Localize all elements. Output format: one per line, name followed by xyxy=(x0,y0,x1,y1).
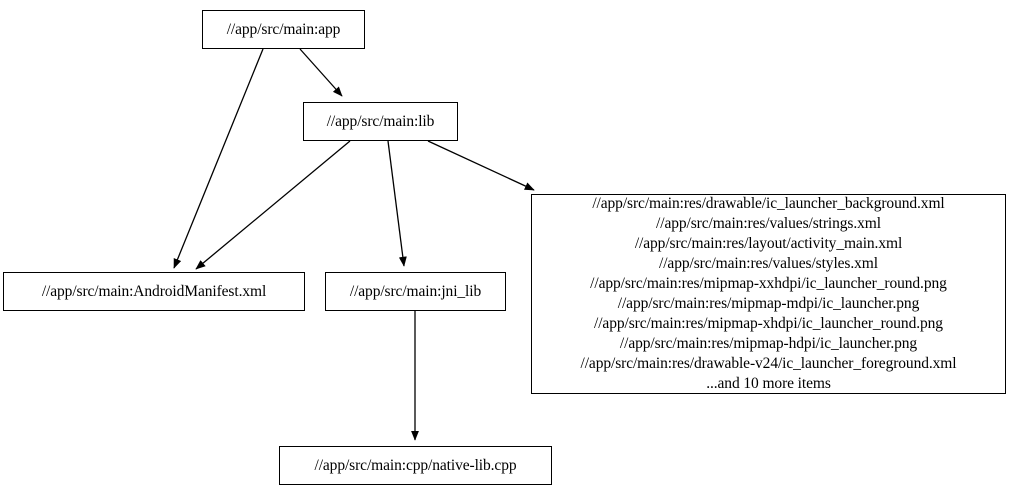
edge-app-to-androidmanifest xyxy=(173,48,264,269)
node-native-lib[interactable]: //app/src/main:cpp/native-lib.cpp xyxy=(279,446,552,485)
node-lib[interactable]: //app/src/main:lib xyxy=(303,102,458,141)
node-android-manifest[interactable]: //app/src/main:AndroidManifest.xml xyxy=(3,272,305,311)
node-lib-label: //app/src/main:lib xyxy=(326,112,435,130)
node-resources-label: //app/src/main:res/drawable/ic_launcher_… xyxy=(580,194,957,393)
edge-lib-to-jni-lib xyxy=(387,140,407,267)
node-jni-lib[interactable]: //app/src/main:jni_lib xyxy=(325,272,506,311)
edge-lib-to-androidmanifest xyxy=(195,140,351,270)
node-native-lib-label: //app/src/main:cpp/native-lib.cpp xyxy=(314,456,517,474)
edge-app-to-lib xyxy=(299,48,343,97)
edge-lib-to-resources xyxy=(427,140,535,191)
node-resources[interactable]: //app/src/main:res/drawable/ic_launcher_… xyxy=(531,194,1006,394)
node-jni-lib-label: //app/src/main:jni_lib xyxy=(349,282,482,300)
node-app-label: //app/src/main:app xyxy=(226,20,341,38)
node-android-manifest-label: //app/src/main:AndroidManifest.xml xyxy=(41,282,267,300)
node-app[interactable]: //app/src/main:app xyxy=(202,10,365,49)
